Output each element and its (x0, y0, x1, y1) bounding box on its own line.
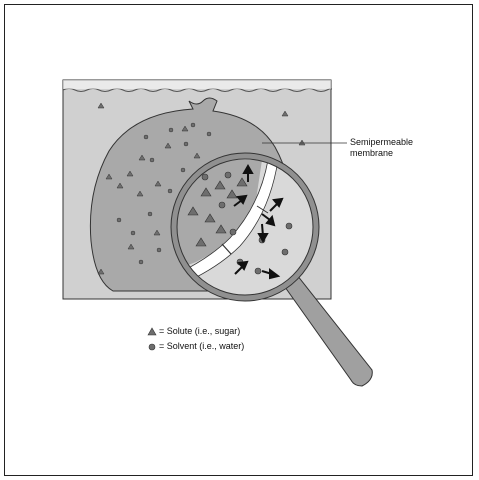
lens-contents (175, 159, 293, 285)
inside-particles (105, 122, 212, 265)
water-surface (62, 88, 332, 92)
legend-solute-symbol (147, 327, 157, 336)
membrane-label: Semipermeable membrane (350, 137, 413, 159)
outside-particles (97, 102, 306, 275)
legend-solvent-symbol (148, 343, 156, 351)
flow-arrows (233, 163, 284, 280)
magnifier-ring (171, 153, 319, 301)
legend-solvent-text: = Solvent (i.e., water) (159, 341, 245, 351)
membrane-label-line1: Semipermeable (350, 137, 414, 147)
legend-solute-text: = Solute (i.e., sugar) (159, 326, 241, 336)
magnifier-handle (279, 269, 373, 387)
legend-solute: = Solute (i.e., sugar) (159, 326, 240, 336)
legend-solvent: = Solvent (i.e., water) (159, 341, 244, 351)
membrane-label-line2: membrane (350, 148, 394, 158)
